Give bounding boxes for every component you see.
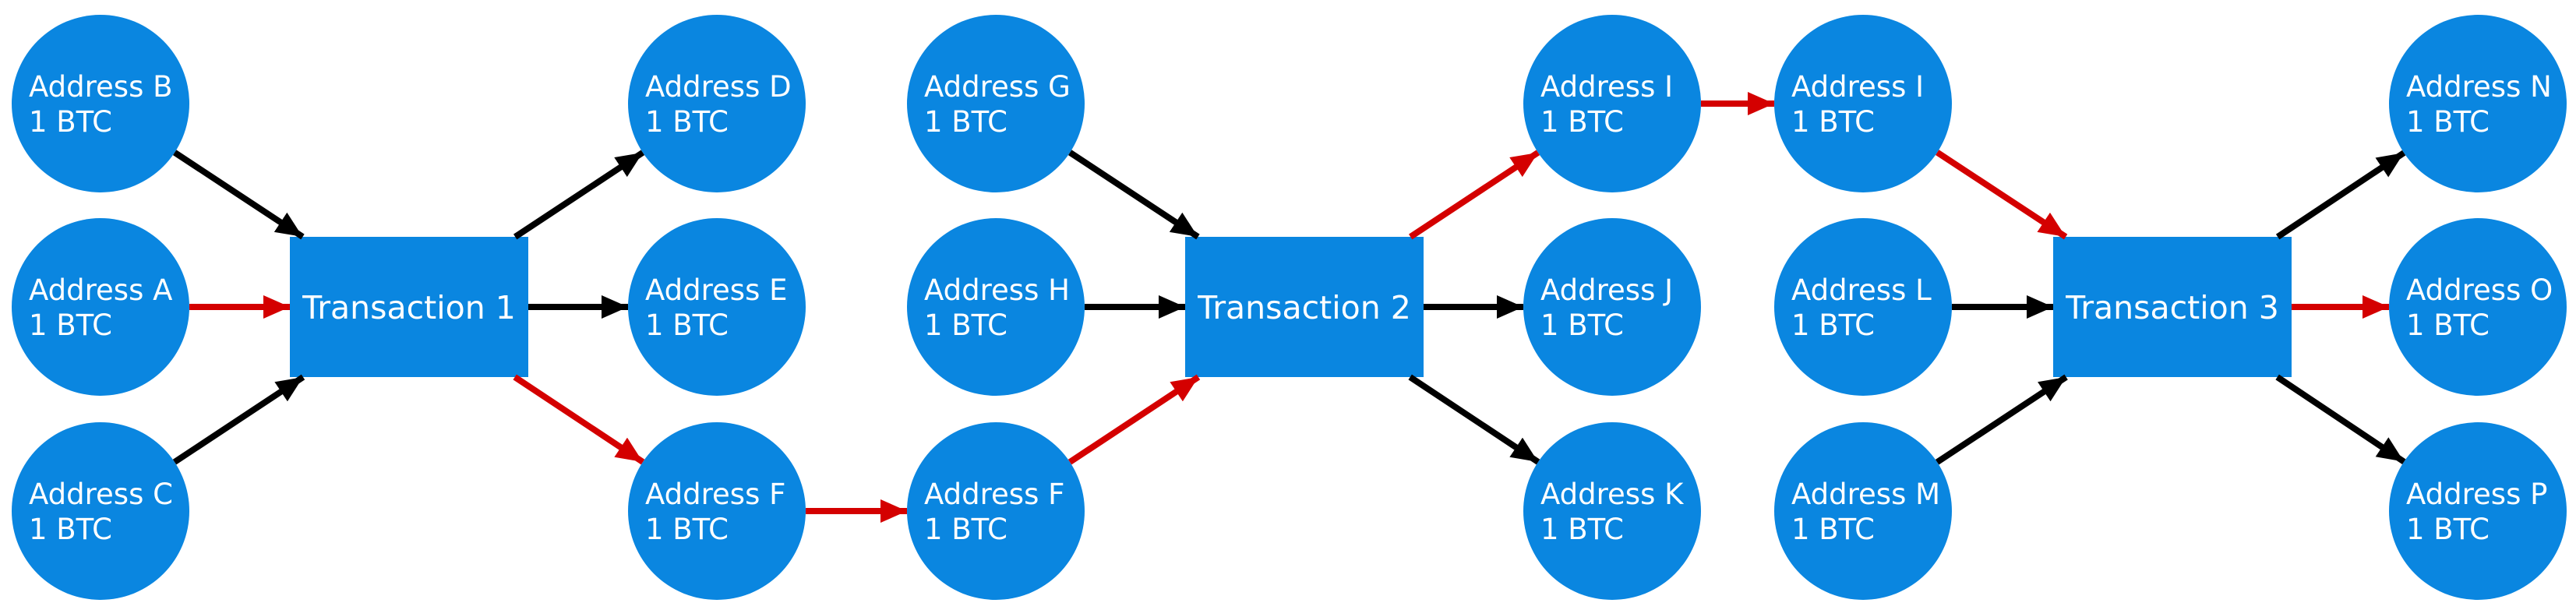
address-node-addr_g: Address G1 BTC (907, 15, 1085, 192)
edge-addr_c-to-tx1 (172, 374, 305, 465)
address-label: Address K (1540, 478, 1685, 511)
address-circle (628, 15, 806, 192)
address-amount: 1 BTC (645, 513, 729, 546)
address-node-addr_a: Address A1 BTC (12, 218, 189, 396)
address-amount: 1 BTC (1540, 513, 1624, 546)
address-label: Address N (2406, 70, 2552, 104)
address-node-addr_k: Address K1 BTC (1523, 422, 1701, 600)
address-node-addr_c: Address C1 BTC (12, 422, 189, 600)
address-amount: 1 BTC (2406, 105, 2490, 139)
transaction-box (2053, 237, 2292, 377)
address-amount: 1 BTC (29, 513, 112, 546)
address-circle (1774, 218, 1952, 396)
address-circle (12, 218, 189, 396)
address-label: Address M (1791, 478, 1940, 511)
edge-addr_b-to-tx1 (172, 150, 305, 240)
address-amount: 1 BTC (29, 309, 112, 342)
address-circle (628, 218, 806, 396)
address-node-addr_i2: Address I1 BTC (1774, 15, 1952, 192)
address-amount: 1 BTC (2406, 513, 2490, 546)
edge-addr_i2-to-tx3 (1936, 150, 2068, 240)
address-label: Address I (1791, 70, 1924, 104)
address-label: Address C (29, 478, 173, 511)
address-label: Address A (29, 273, 172, 307)
address-label: Address H (924, 273, 1070, 307)
address-node-addr_d: Address D1 BTC (628, 15, 806, 192)
address-amount: 1 BTC (1540, 309, 1624, 342)
edge-tx2-to-addr_k (1408, 374, 1540, 465)
edge-addr_f2-to-tx2 (1067, 374, 1201, 465)
address-node-addr_l: Address L1 BTC (1774, 218, 1952, 396)
address-label: Address F (645, 478, 785, 511)
address-node-addr_f2: Address F1 BTC (907, 422, 1085, 600)
edge-addr_g-to-tx2 (1067, 150, 1200, 240)
edge-tx1-to-addr_d (513, 150, 645, 240)
address-circle (907, 218, 1085, 396)
address-circle (12, 15, 189, 192)
address-node-addr_e: Address E1 BTC (628, 218, 806, 396)
transaction-box (290, 237, 528, 377)
address-amount: 1 BTC (645, 105, 729, 139)
address-node-addr_o: Address O1 BTC (2389, 218, 2567, 396)
address-node-addr_n: Address N1 BTC (2389, 15, 2567, 192)
address-label: Address F (924, 478, 1064, 511)
transaction-label: Transaction 2 (1197, 289, 1411, 326)
address-circle (1774, 422, 1952, 600)
address-node-addr_m: Address M1 BTC (1774, 422, 1952, 600)
address-label: Address E (645, 273, 788, 307)
address-label: Address B (29, 70, 173, 104)
edge-addr_m-to-tx3 (1935, 374, 2068, 465)
transaction-node-tx2: Transaction 2 (1185, 237, 1424, 377)
address-circle (2389, 422, 2567, 600)
address-circle (12, 422, 189, 600)
address-node-addr_f1: Address F1 BTC (628, 422, 806, 600)
edge-tx1-to-addr_f1 (513, 374, 645, 465)
address-amount: 1 BTC (2406, 309, 2490, 342)
address-label: Address O (2406, 273, 2553, 307)
address-amount: 1 BTC (29, 105, 112, 139)
address-circle (628, 422, 806, 600)
address-node-addr_h: Address H1 BTC (907, 218, 1085, 396)
address-amount: 1 BTC (1791, 513, 1875, 546)
address-label: Address L (1791, 273, 1932, 307)
edge-tx2-to-addr_i1 (1409, 150, 1540, 240)
address-label: Address J (1540, 273, 1673, 307)
address-circle (1523, 15, 1701, 192)
address-node-addr_i1: Address I1 BTC (1523, 15, 1701, 192)
transaction-node-tx1: Transaction 1 (290, 237, 528, 377)
address-amount: 1 BTC (924, 309, 1007, 342)
address-amount: 1 BTC (924, 513, 1007, 546)
address-label: Address D (645, 70, 792, 104)
address-amount: 1 BTC (1791, 309, 1875, 342)
address-label: Address I (1540, 70, 1673, 104)
address-circle (1774, 15, 1952, 192)
address-circle (2389, 218, 2567, 396)
address-amount: 1 BTC (645, 309, 729, 342)
address-node-addr_b: Address B1 BTC (12, 15, 189, 192)
address-circle (1523, 422, 1701, 600)
address-label: Address G (924, 70, 1071, 104)
address-amount: 1 BTC (924, 105, 1007, 139)
address-label: Address P (2406, 478, 2547, 511)
address-circle (1523, 218, 1701, 396)
address-amount: 1 BTC (1791, 105, 1875, 139)
address-node-addr_p: Address P1 BTC (2389, 422, 2567, 600)
edge-tx3-to-addr_p (2275, 374, 2406, 464)
address-circle (907, 15, 1085, 192)
address-circle (907, 422, 1085, 600)
address-circle (2389, 15, 2567, 192)
transaction-label: Transaction 3 (2065, 289, 2279, 326)
edge-tx3-to-addr_n (2275, 150, 2406, 240)
transaction-box (1185, 237, 1424, 377)
address-node-addr_j: Address J1 BTC (1523, 218, 1701, 396)
address-amount: 1 BTC (1540, 105, 1624, 139)
transaction-label: Transaction 1 (302, 289, 516, 326)
transaction-node-tx3: Transaction 3 (2053, 237, 2292, 377)
